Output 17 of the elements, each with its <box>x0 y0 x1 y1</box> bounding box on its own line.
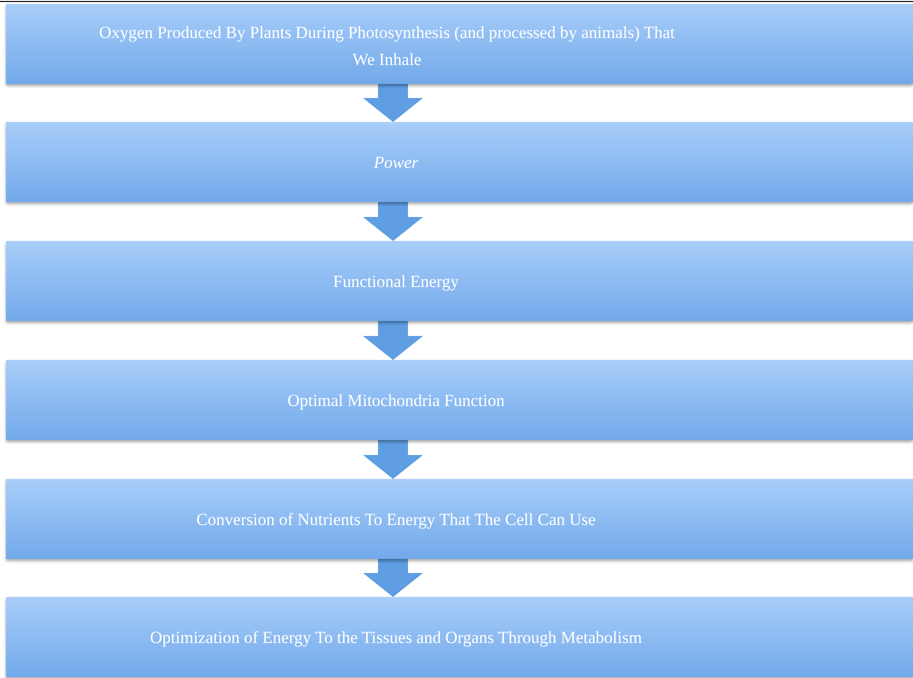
down-arrow <box>363 202 423 241</box>
step-text: Optimization of Energy To the Tissues and Organs Through Metabolism <box>149 627 643 649</box>
process-box <box>6 597 913 677</box>
process-box <box>6 479 913 559</box>
process-box <box>6 241 913 321</box>
down-arrow <box>363 84 423 122</box>
step-text: Conversion of Nutrients To Energy That The Cell Can Use <box>195 509 597 531</box>
down-arrow <box>363 321 423 360</box>
process-box <box>6 4 913 84</box>
step-text: Optimal Mitochondria Function <box>286 390 506 412</box>
process-box <box>6 360 913 440</box>
step-text: Power <box>372 152 420 174</box>
step-text: Functional Energy <box>332 271 460 293</box>
down-arrow <box>363 559 423 597</box>
down-arrow <box>363 440 423 479</box>
process-box <box>6 122 913 202</box>
step-text: Oxygen Produced By Plants During Photosynthesis (and processed by animals) That We Inhale <box>98 22 676 71</box>
